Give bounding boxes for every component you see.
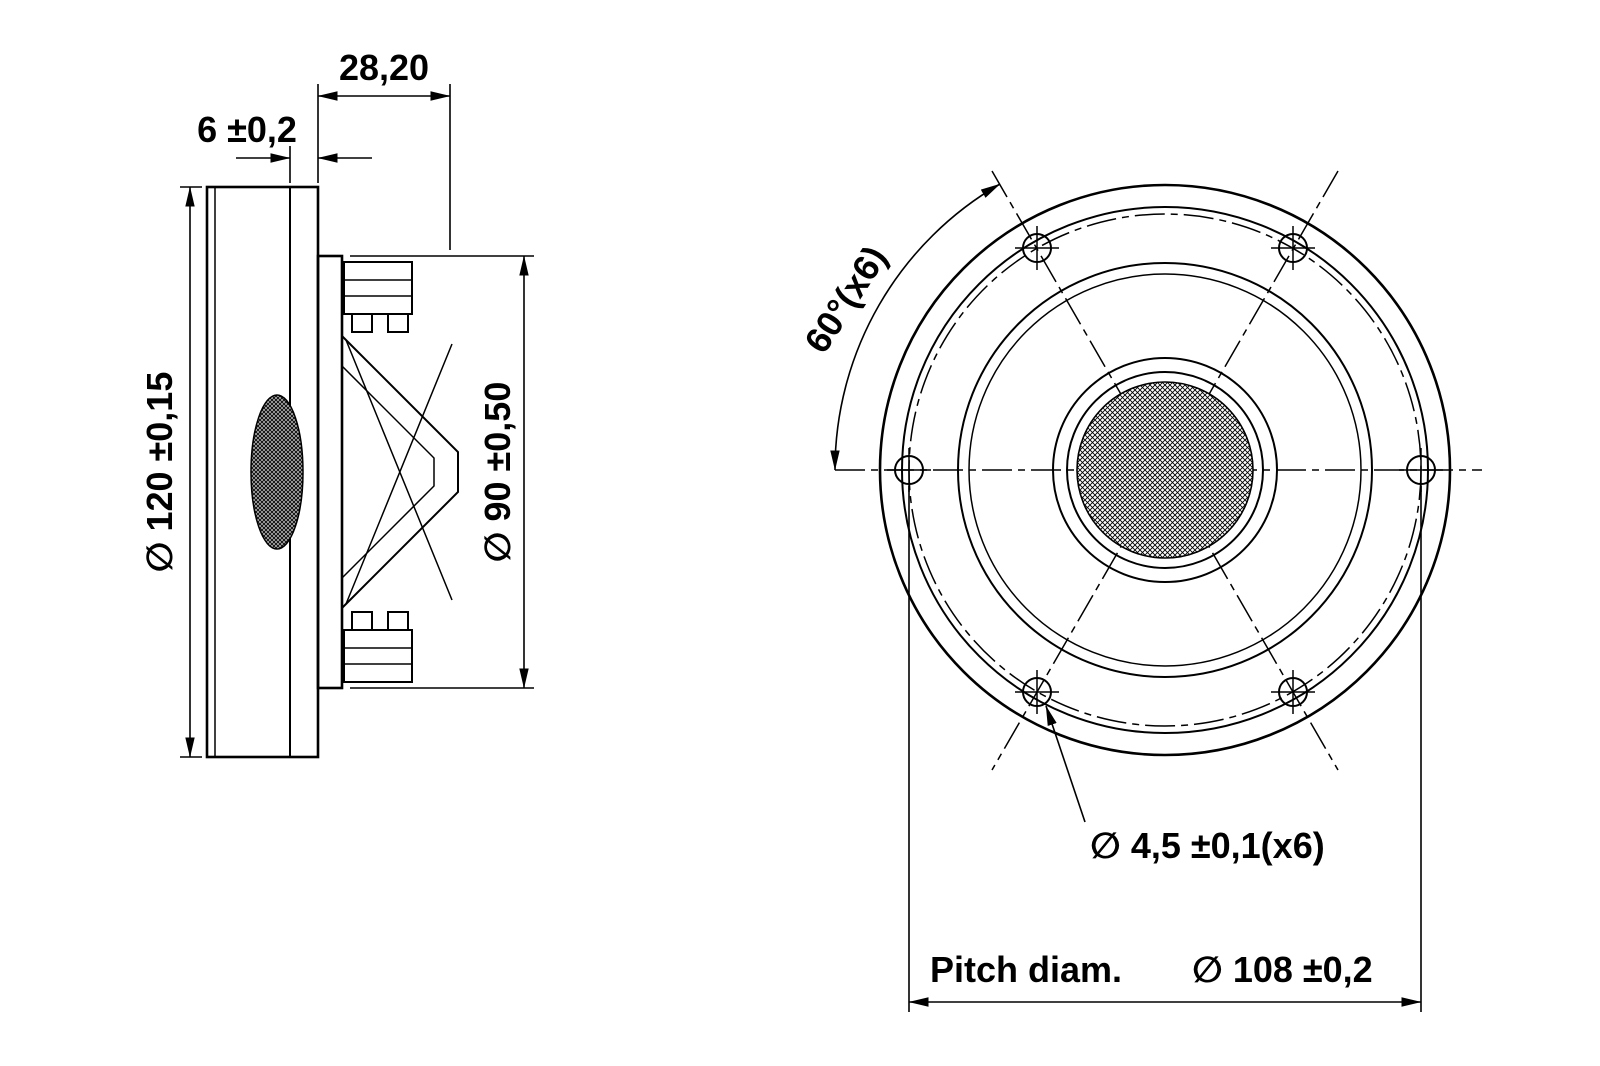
terminal-block-top bbox=[343, 261, 413, 315]
rear-assembly bbox=[316, 254, 459, 690]
dim-hole-diameter-label: ∅ 4,5 ±0,1(x6) bbox=[1090, 825, 1325, 866]
terminal-tab bbox=[351, 611, 373, 631]
dim-hole-angle-label: 60°(x6) bbox=[796, 238, 895, 360]
surround-outer-circle bbox=[1052, 357, 1278, 583]
mounting-hole-left bbox=[887, 448, 931, 492]
dim-hole-diameter: ∅ 4,5 ±0,1(x6) bbox=[1045, 705, 1325, 866]
hole-leader-line bbox=[1045, 705, 1086, 823]
dim-depth-label: 28,20 bbox=[339, 47, 429, 88]
dim-pitch-diameter: Pitch diam. ∅ 108 ±0,2 bbox=[908, 486, 1422, 1012]
angle-arc bbox=[830, 183, 1001, 471]
front-view: 60°(x6) ∅ 4,5 ±0,1(x6) Pitch diam. ∅ 108… bbox=[796, 170, 1482, 1012]
dim-hole-angle: 60°(x6) bbox=[796, 183, 1001, 471]
dim-rear-diameter-label: ∅ 90 ±0,50 bbox=[477, 382, 518, 563]
dim-outer-diameter: ∅ 120 ±0,15 bbox=[139, 186, 202, 758]
rear-chamber-cross-lines bbox=[345, 339, 453, 605]
dim-flange-label: 6 ±0,2 bbox=[197, 109, 297, 150]
dim-rear-diameter: ∅ 90 ±0,50 bbox=[350, 255, 534, 689]
terminal-tab bbox=[387, 313, 409, 333]
terminal-tab bbox=[351, 313, 373, 333]
rear-chamber-cone bbox=[341, 335, 459, 609]
dim-outer-diameter-label: ∅ 120 ±0,15 bbox=[139, 372, 180, 573]
dim-depth: 28,20 bbox=[317, 47, 451, 250]
dim-pitch-label: Pitch diam. bbox=[930, 949, 1122, 990]
mounting-hole-upper-right bbox=[1271, 226, 1315, 270]
dome-mesh bbox=[1076, 381, 1254, 559]
dim-pitch-value: ∅ 108 ±0,2 bbox=[1192, 949, 1373, 990]
side-view: 28,20 6 ±0,2 ∅ 120 ±0,15 ∅ 90 ±0,50 bbox=[139, 47, 534, 759]
terminal-block-bottom bbox=[343, 629, 413, 683]
mounting-hole-upper-left bbox=[1015, 226, 1059, 270]
mounting-hole-right bbox=[1399, 448, 1443, 492]
rear-plate bbox=[316, 254, 344, 690]
rear-chamber-inner bbox=[341, 365, 435, 579]
surround-inner-circle bbox=[1066, 371, 1264, 569]
dome-side-profile bbox=[250, 394, 304, 550]
mounting-hole-lower-left bbox=[1015, 670, 1059, 714]
mounting-hole-lower-right bbox=[1271, 670, 1315, 714]
terminal-tab bbox=[387, 611, 409, 631]
dim-flange-thickness: 6 ±0,2 bbox=[197, 109, 372, 183]
